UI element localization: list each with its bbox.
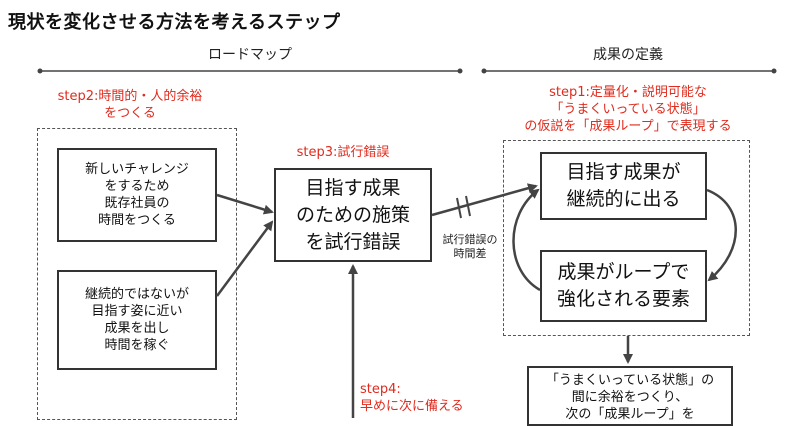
loop-arrow-left: [512, 188, 541, 292]
step4-label: step4: 早めに次に備える: [360, 382, 464, 414]
arrow-quickwin-to-trial: [215, 220, 274, 297]
outcome-loop-group: [503, 140, 750, 336]
roadmap-label: ロードマップ: [208, 47, 292, 63]
quick-win-text: 継続的ではないが 目指す姿に近い 成果を出し 時間を稼ぐ: [84, 287, 189, 353]
loop-elements-text: 成果がループで 強化される要素: [556, 261, 690, 310]
time-lag-label: 試行錯誤の 時間差: [442, 233, 498, 260]
arrow-trial-to-outcome: [431, 183, 538, 217]
challenge-box: 新しいチャレンジ をするため 既存社員の 時間をつくる: [57, 148, 217, 242]
arrow-challenge-to-trial: [216, 193, 274, 215]
roadmap-timeline: [37, 68, 463, 74]
step1-label: step1:定量化・説明可能な 「うまくいっている状態」 の仮説を「成果ループ」…: [524, 85, 732, 134]
challenge-text: 新しいチャレンジ をするため 既存社員の 時間をつくる: [85, 162, 189, 228]
loop-elements-box: 成果がループで 強化される要素: [540, 250, 707, 322]
page-title: 現状を変化させる方法を考えるステップ: [8, 12, 341, 33]
continuous-outcome-text: 目指す成果が 継続的に出る: [566, 161, 681, 210]
step3-label: step3:試行錯誤: [296, 145, 390, 160]
definition-label: 成果の定義: [593, 47, 663, 63]
trial-text: 目指す成果 のための施策 を試行錯誤: [295, 176, 410, 253]
step2-label: step2:時間的・人的余裕 をつくる: [57, 89, 203, 121]
trial-box: 目指す成果 のための施策 を試行錯誤: [274, 168, 432, 262]
continuous-outcome-box: 目指す成果が 継続的に出る: [540, 152, 707, 220]
definition-timeline: [481, 68, 777, 74]
quick-win-box: 継続的ではないが 目指す姿に近い 成果を出し 時間を稼ぐ: [57, 270, 217, 370]
loop-arrow-right: [706, 188, 737, 282]
time-lag-break-mark: [456, 195, 471, 219]
